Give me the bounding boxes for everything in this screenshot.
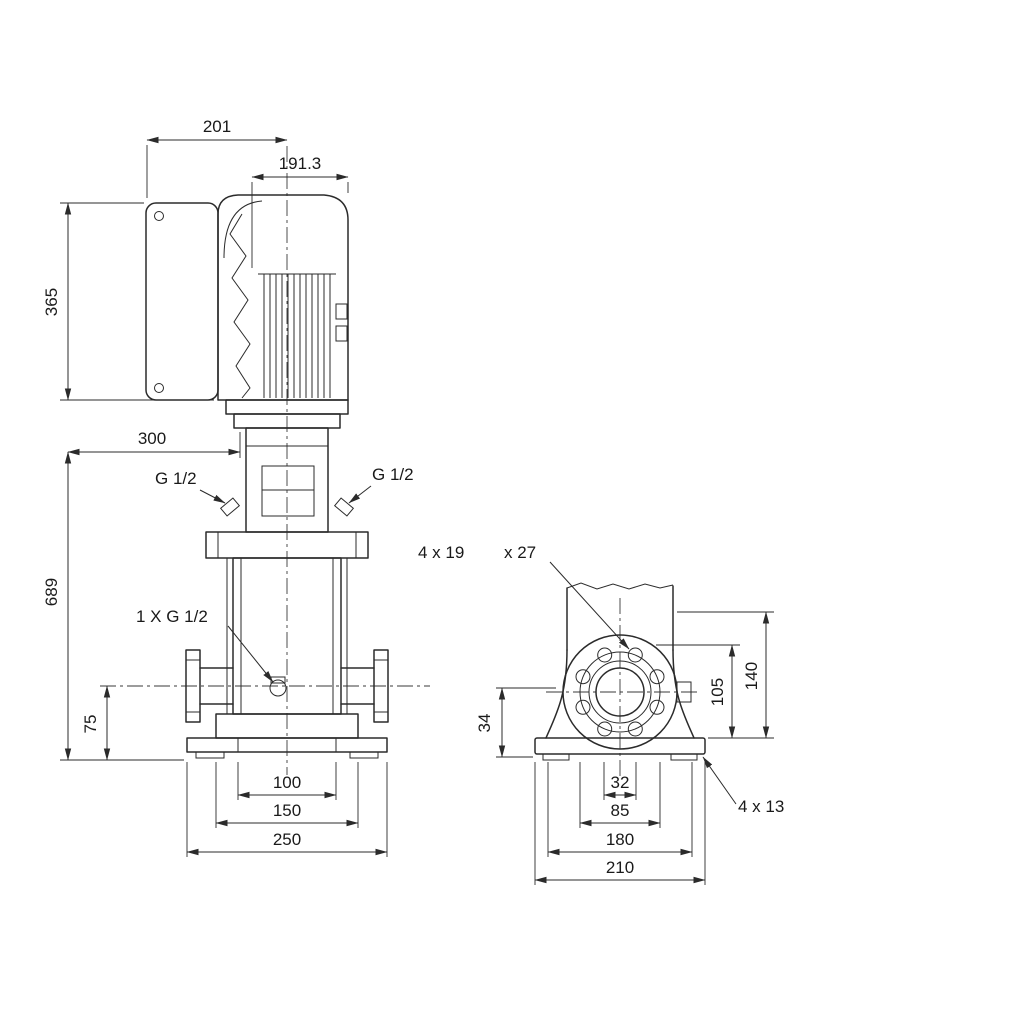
dim-210-label: 210 [606, 858, 634, 877]
port-left-text: G 1/2 [155, 469, 197, 488]
drain-label: 1 X G 1/2 [136, 607, 274, 683]
port-label-right: G 1/2 [348, 465, 414, 504]
dim-85-label: 85 [611, 801, 630, 820]
dim-105-label: 105 [708, 678, 727, 706]
dim-150-label: 150 [273, 801, 301, 820]
dim-32: 32 [603, 762, 637, 800]
dim-210: 210 [534, 762, 706, 885]
dim-365-label: 365 [42, 288, 61, 316]
dim-140: 140 [677, 611, 774, 739]
dim-150: 150 [215, 762, 359, 828]
dim-100-label: 100 [273, 773, 301, 792]
port-flanges [185, 649, 389, 723]
port-right-text: G 1/2 [372, 465, 414, 484]
dim-689: 689 [42, 451, 184, 761]
dim-365: 365 [42, 202, 214, 401]
dim-300-label: 300 [138, 429, 166, 448]
dim-85: 85 [579, 762, 661, 828]
dim-191-3-label: 191.3 [279, 154, 322, 173]
base-holes-label: 4 x 13 [702, 756, 784, 816]
drain-label-text: 1 X G 1/2 [136, 607, 208, 626]
motor [217, 194, 349, 401]
dim-32-label: 32 [611, 773, 630, 792]
drain-plug [269, 676, 287, 697]
control-box [145, 202, 219, 401]
dim-191-3: 191.3 [251, 154, 349, 268]
dim-180: 180 [547, 762, 693, 857]
dim-250: 250 [186, 762, 388, 857]
flange-holes-text: 4 x 19 [418, 543, 464, 562]
dim-100: 100 [237, 762, 337, 800]
dim-140-label: 140 [742, 662, 761, 690]
front-view: 4 x 19 x 27 34 105 140 [418, 543, 784, 885]
port-flange-front [562, 634, 692, 750]
base [186, 713, 388, 759]
side-view: 201 191.3 365 300 689 [42, 117, 430, 857]
dim-75: 75 [81, 685, 111, 761]
dim-250-label: 250 [273, 830, 301, 849]
dim-201-label: 201 [203, 117, 231, 136]
dim-34-label: 34 [475, 714, 494, 733]
dim-34: 34 [475, 687, 556, 758]
flange-holes-label: 4 x 19 x 27 [418, 543, 630, 650]
base-holes-text: 4 x 13 [738, 797, 784, 816]
flange-holes-text2: x 27 [504, 543, 536, 562]
dim-75-label: 75 [81, 715, 100, 734]
dim-105: 105 [656, 644, 774, 739]
dim-689-label: 689 [42, 578, 61, 606]
dim-180-label: 180 [606, 830, 634, 849]
base-plate-front [534, 737, 706, 761]
dim-300: 300 [67, 429, 241, 458]
motor-fins [263, 274, 331, 398]
dim-201: 201 [146, 117, 288, 198]
port-label-left: G 1/2 [155, 469, 226, 504]
